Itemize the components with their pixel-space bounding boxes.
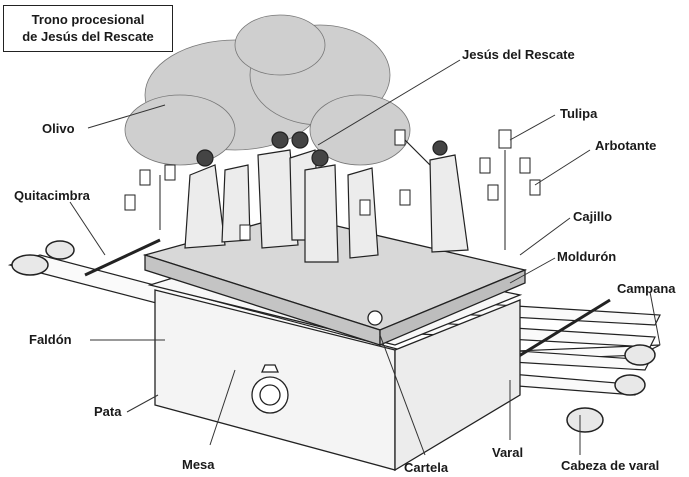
title-box: Trono procesional de Jesús del Rescate bbox=[3, 5, 173, 52]
label-arbotante: Arbotante bbox=[595, 138, 656, 153]
label-mesa: Mesa bbox=[182, 457, 215, 472]
label-varal: Varal bbox=[492, 445, 523, 460]
label-tulipa: Tulipa bbox=[560, 106, 597, 121]
label-olivo: Olivo bbox=[42, 121, 75, 136]
title-line-1: Trono procesional bbox=[4, 11, 172, 28]
label-cajillo: Cajillo bbox=[573, 209, 612, 224]
label-cartela: Cartela bbox=[404, 460, 448, 475]
label-quitacimbra: Quitacimbra bbox=[14, 188, 90, 203]
label-pata: Pata bbox=[94, 404, 121, 419]
label-faldon: Faldón bbox=[29, 332, 72, 347]
label-jesus-del-rescate: Jesús del Rescate bbox=[462, 47, 575, 62]
label-campana: Campana bbox=[617, 281, 676, 296]
title-line-2: de Jesús del Rescate bbox=[4, 28, 172, 45]
label-cabeza-de-varal: Cabeza de varal bbox=[561, 458, 659, 473]
label-molduron: Moldurón bbox=[557, 249, 616, 264]
